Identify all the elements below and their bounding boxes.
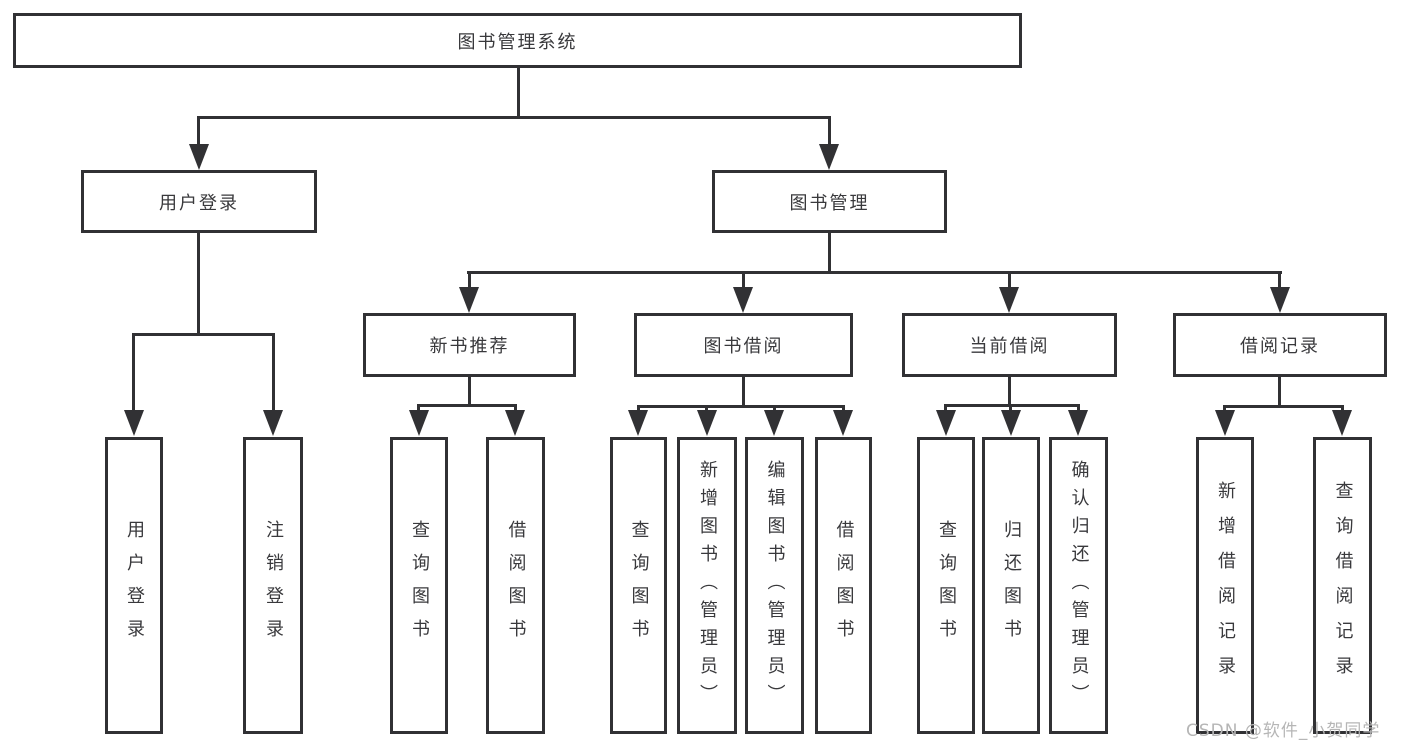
leaf-query-borrow-record: 查询借阅记录: [1313, 437, 1372, 734]
connector-vline: [773, 405, 776, 414]
connector-vline: [944, 404, 947, 414]
arrow-down-icon: [409, 410, 429, 436]
node-new-book-recommend: 新书推荐: [363, 313, 576, 377]
connector-vline: [197, 232, 200, 336]
connector-hline: [944, 404, 1080, 407]
leaf-return-books: 归还图书: [982, 437, 1040, 734]
connector-vline: [1008, 376, 1011, 407]
connector-vline: [828, 232, 831, 274]
connector-hline: [1223, 405, 1344, 408]
connector-hline: [467, 271, 1282, 274]
node-book-management-label: 图书管理: [789, 192, 870, 214]
connector-vline: [742, 271, 745, 287]
node-book-borrowing: 图书借阅: [634, 313, 853, 377]
arrow-down-icon: [936, 410, 956, 436]
arrow-down-icon: [124, 410, 144, 436]
leaf-query-books-recommend-label: 查询图书: [409, 519, 430, 652]
leaf-return-books-label: 归还图书: [1001, 519, 1022, 652]
arrow-down-icon: [764, 410, 784, 436]
node-root-library-system: 图书管理系统: [13, 13, 1022, 68]
connector-vline: [272, 333, 275, 412]
node-book-management: 图书管理: [712, 170, 947, 233]
leaf-add-books-admin-label: 新增图书（管理员）: [697, 459, 718, 712]
arrow-down-icon: [833, 410, 853, 436]
node-borrowing-records-label: 借阅记录: [1240, 336, 1320, 357]
leaf-query-books-recommend: 查询图书: [390, 437, 448, 734]
watermark: CSDN @软件_小贺同学: [1186, 721, 1381, 741]
leaf-add-borrow-record: 新增借阅记录: [1196, 437, 1254, 734]
leaf-query-borrow-record-label: 查询借阅记录: [1332, 480, 1354, 691]
arrow-down-icon: [1068, 410, 1088, 436]
leaf-borrow-books-label: 借阅图书: [833, 519, 855, 652]
node-root-label: 图书管理系统: [457, 31, 578, 53]
leaf-borrow-books-recommend: 借阅图书: [486, 437, 545, 734]
connector-vline: [828, 116, 831, 146]
leaf-borrow-books-recommend-label: 借阅图书: [505, 519, 527, 652]
connector-vline: [197, 116, 200, 146]
connector-vline: [742, 376, 745, 408]
leaf-logout-label: 注销登录: [263, 519, 284, 652]
node-user-login: 用户登录: [81, 170, 317, 233]
connector-vline: [1008, 271, 1011, 287]
leaf-confirm-return-admin: 确认归还（管理员）: [1049, 437, 1108, 734]
arrow-down-icon: [628, 410, 648, 436]
connector-vline: [468, 271, 471, 287]
connector-vline: [637, 405, 640, 414]
connector-hline: [637, 405, 845, 408]
leaf-query-books-current-label: 查询图书: [936, 519, 957, 652]
arrow-down-icon: [1215, 410, 1235, 436]
node-book-borrowing-label: 图书借阅: [703, 336, 784, 357]
connector-hline: [132, 333, 275, 336]
arrow-down-icon: [263, 410, 283, 436]
leaf-edit-books-admin: 编辑图书（管理员）: [745, 437, 804, 734]
connector-vline: [1278, 271, 1281, 287]
connector-vline: [132, 333, 135, 412]
node-borrowing-records: 借阅记录: [1173, 313, 1387, 377]
connector-vline: [1009, 404, 1012, 414]
connector-vline: [517, 66, 520, 119]
connector-vline: [1077, 404, 1080, 414]
connector-vline: [705, 405, 708, 414]
arrow-down-icon: [189, 144, 209, 170]
arrow-down-icon: [505, 410, 525, 436]
leaf-edit-books-admin-label: 编辑图书（管理员）: [764, 459, 786, 712]
node-user-login-label: 用户登录: [159, 192, 239, 214]
connector-hline: [197, 116, 831, 119]
leaf-borrow-books: 借阅图书: [815, 437, 872, 734]
node-current-borrowing: 当前借阅: [902, 313, 1117, 377]
arrow-down-icon: [459, 287, 479, 313]
connector-vline: [514, 404, 517, 414]
leaf-user-login: 用户登录: [105, 437, 163, 734]
leaf-user-login-label: 用户登录: [124, 519, 145, 652]
node-current-borrowing-label: 当前借阅: [969, 336, 1050, 357]
arrow-down-icon: [697, 410, 717, 436]
connector-vline: [1341, 405, 1344, 414]
arrow-down-icon: [733, 287, 753, 313]
leaf-logout: 注销登录: [243, 437, 303, 734]
leaf-confirm-return-admin-label: 确认归还（管理员）: [1068, 459, 1090, 712]
leaf-query-books-borrowing: 查询图书: [610, 437, 667, 734]
connector-vline: [417, 404, 420, 414]
arrow-down-icon: [1001, 410, 1021, 436]
connector-vline: [1223, 405, 1226, 414]
arrow-down-icon: [999, 287, 1019, 313]
connector-hline: [417, 404, 517, 407]
connector-vline: [842, 405, 845, 414]
arrow-down-icon: [819, 144, 839, 170]
connector-vline: [1278, 376, 1281, 408]
leaf-query-books-borrowing-label: 查询图书: [628, 519, 650, 652]
leaf-add-borrow-record-label: 新增借阅记录: [1215, 480, 1236, 691]
leaf-query-books-current: 查询图书: [917, 437, 975, 734]
connector-vline: [468, 376, 471, 407]
arrow-down-icon: [1270, 287, 1290, 313]
leaf-add-books-admin: 新增图书（管理员）: [677, 437, 737, 734]
node-new-book-recommend-label: 新书推荐: [429, 336, 510, 357]
arrow-down-icon: [1332, 410, 1352, 436]
